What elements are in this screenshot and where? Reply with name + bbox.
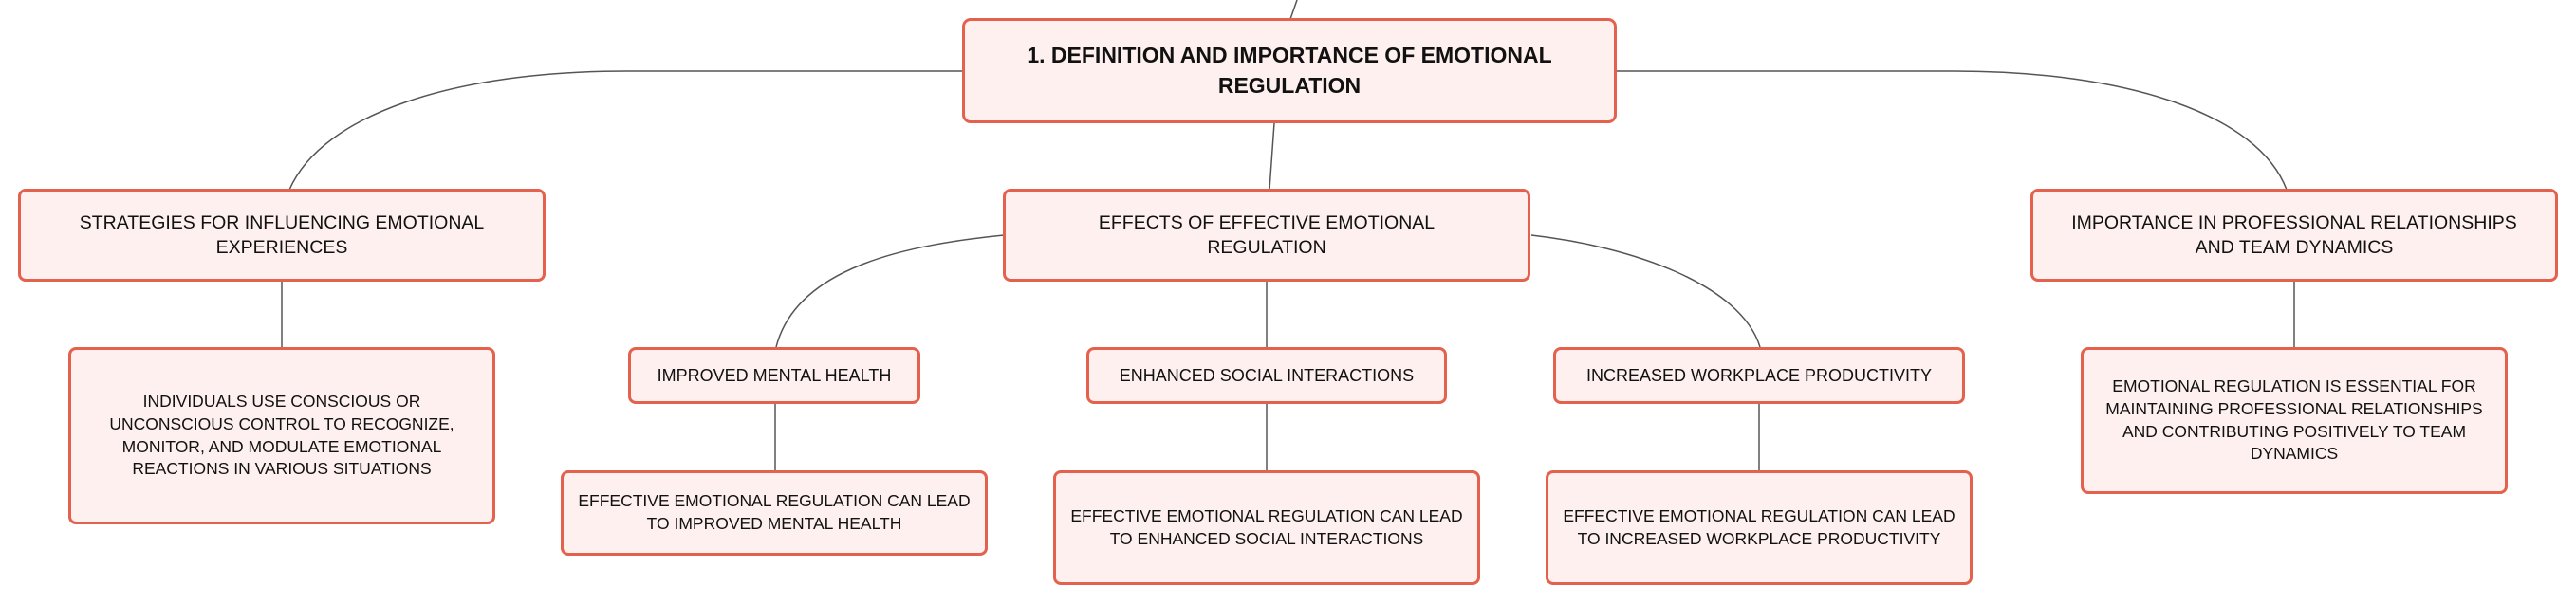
importance-detail-text: EMOTIONAL REGULATION IS ESSENTIAL FOR MA… xyxy=(2105,376,2483,464)
branch-effects-label: EFFECTS OF EFFECTIVE EMOTIONAL REGULATIO… xyxy=(1098,211,1436,258)
branch-effects[interactable]: EFFECTS OF EFFECTIVE EMOTIONAL REGULATIO… xyxy=(1003,189,1530,282)
effect-increased-workplace-productivity[interactable]: INCREASED WORKPLACE PRODUCTIVITY xyxy=(1553,347,1965,404)
social-interactions-detail[interactable]: EFFECTIVE EMOTIONAL REGULATION CAN LEAD … xyxy=(1053,470,1480,585)
connector-root-effects xyxy=(1269,122,1275,191)
strategies-detail-text: INDIVIDUALS USE CONSCIOUS OR UNCONSCIOUS… xyxy=(109,392,454,479)
connector-root-incoming xyxy=(1289,0,1298,20)
effect-improved-mental-health[interactable]: IMPROVED MENTAL HEALTH xyxy=(628,347,920,404)
mental-health-detail-text: EFFECTIVE EMOTIONAL REGULATION CAN LEAD … xyxy=(578,491,971,533)
strategies-detail[interactable]: INDIVIDUALS USE CONSCIOUS OR UNCONSCIOUS… xyxy=(68,347,495,524)
connector-root-strategies xyxy=(288,70,964,191)
branch-strategies[interactable]: STRATEGIES FOR INFLUENCING EMOTIONAL EXP… xyxy=(18,189,546,282)
social-interactions-detail-text: EFFECTIVE EMOTIONAL REGULATION CAN LEAD … xyxy=(1070,505,1463,548)
branch-importance[interactable]: IMPORTANCE IN PROFESSIONAL RELATIONSHIPS… xyxy=(2030,189,2558,282)
branch-strategies-label: STRATEGIES FOR INFLUENCING EMOTIONAL EXP… xyxy=(79,211,485,258)
mental-health-detail[interactable]: EFFECTIVE EMOTIONAL REGULATION CAN LEAD … xyxy=(561,470,988,556)
importance-detail[interactable]: EMOTIONAL REGULATION IS ESSENTIAL FOR MA… xyxy=(2081,347,2508,494)
workplace-productivity-detail-text: EFFECTIVE EMOTIONAL REGULATION CAN LEAD … xyxy=(1563,505,1955,548)
connector-effects-productivity xyxy=(1530,234,1761,348)
branch-importance-label: IMPORTANCE IN PROFESSIONAL RELATIONSHIPS… xyxy=(2071,211,2517,258)
root-topic[interactable]: 1. DEFINITION AND IMPORTANCE OF EMOTIONA… xyxy=(962,18,1617,123)
workplace-productivity-detail[interactable]: EFFECTIVE EMOTIONAL REGULATION CAN LEAD … xyxy=(1546,470,1973,585)
effect-enhanced-social-interactions-label: ENHANCED SOCIAL INTERACTIONS xyxy=(1119,365,1415,385)
effect-increased-workplace-productivity-label: INCREASED WORKPLACE PRODUCTIVITY xyxy=(1585,365,1933,385)
connector-root-importance xyxy=(1615,70,2288,191)
effect-improved-mental-health-label: IMPROVED MENTAL HEALTH xyxy=(657,365,892,385)
connector-effects-mental-health xyxy=(775,234,1005,348)
effect-enhanced-social-interactions[interactable]: ENHANCED SOCIAL INTERACTIONS xyxy=(1086,347,1447,404)
root-topic-label: 1. DEFINITION AND IMPORTANCE OF EMOTIONA… xyxy=(1027,43,1552,98)
